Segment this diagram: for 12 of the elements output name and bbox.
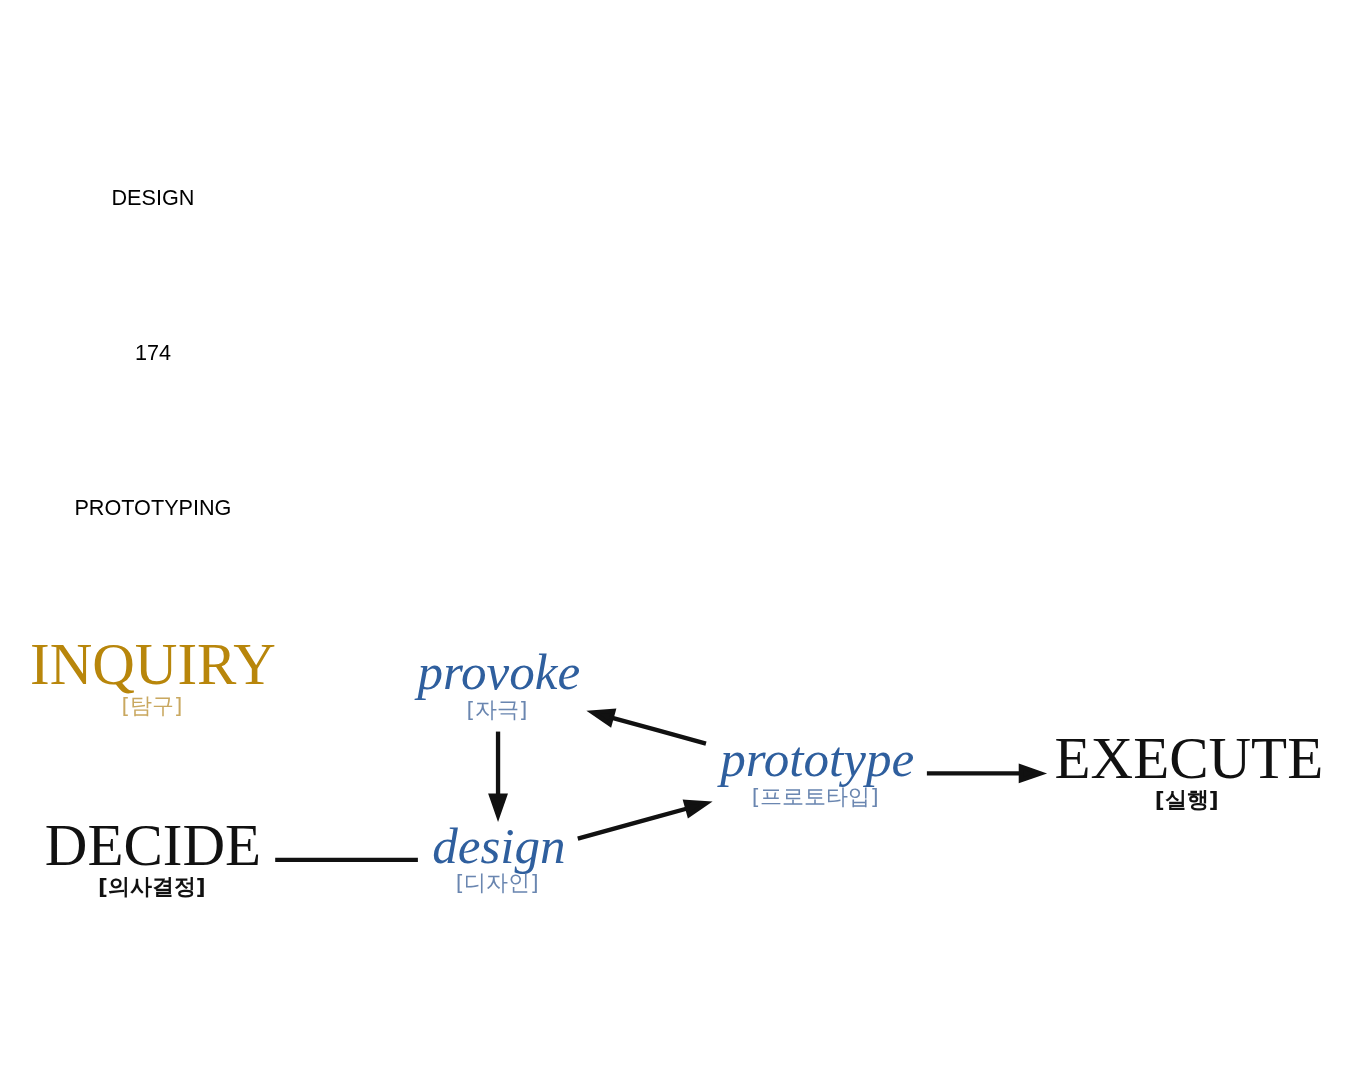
arrow — [577, 799, 713, 841]
label: 174 — [134, 340, 171, 366]
connector — [275, 857, 418, 863]
arrow — [926, 763, 1048, 784]
node-text: DECIDE [의사결정] — [44, 811, 262, 899]
arrow — [586, 708, 707, 746]
label: DESIGN — [111, 184, 195, 210]
arrow — [488, 731, 508, 822]
node-text: EXECUTE [실행] — [1054, 725, 1324, 813]
label: PROTOTYPING — [74, 495, 232, 521]
node-text: INQUIRY [탐구] — [30, 630, 276, 719]
node-text: design [디자인] — [432, 816, 566, 896]
